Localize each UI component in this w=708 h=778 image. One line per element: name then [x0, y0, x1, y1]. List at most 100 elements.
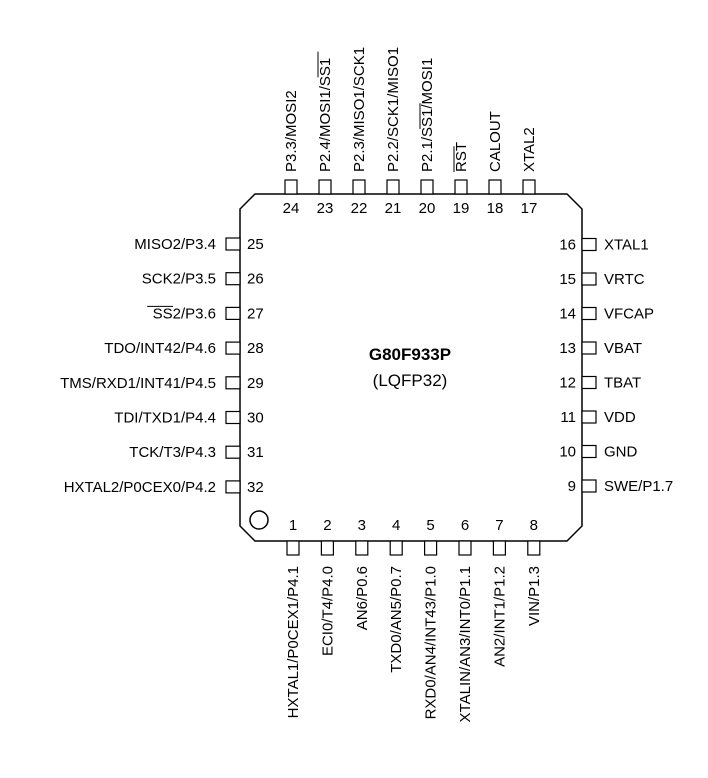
pin-number-1: 1 — [289, 517, 297, 534]
pin-pad-10 — [581, 444, 597, 459]
pin-pad-5 — [424, 540, 438, 556]
pin-pad-21 — [386, 179, 400, 195]
pin-number-17: 17 — [521, 200, 538, 217]
pin1-marker — [249, 510, 269, 530]
pin-label-21: P2.2/SCK1/MISO1 — [385, 47, 402, 172]
pin-number-20: 20 — [419, 200, 436, 217]
pin-number-21: 21 — [385, 200, 402, 217]
pin-pad-7 — [492, 540, 506, 556]
pin-label-22: P2.3/MISO1/SCK1 — [351, 47, 368, 172]
pin-pad-14 — [581, 306, 597, 321]
pin-label-3: AN6/P0.6 — [354, 566, 371, 630]
pin-pad-8 — [527, 540, 541, 556]
pin-pad-2 — [320, 540, 334, 556]
pin-label-2: ECI0/T4/P4.0 — [319, 566, 336, 656]
pin-number-12: 12 — [559, 375, 576, 392]
pin-number-5: 5 — [426, 517, 434, 534]
pin-label-6: XTALIN/AN3/INT0/P1.1 — [457, 566, 474, 722]
pin-label-28: TDO/INT42/P4.6 — [104, 340, 216, 357]
pin-number-11: 11 — [560, 409, 576, 426]
pin-label-19: RST — [453, 142, 470, 172]
pin-pad-3 — [355, 540, 369, 556]
pin-number-27: 27 — [247, 305, 264, 322]
pin-label-15: VRTC — [604, 271, 645, 288]
pin-number-6: 6 — [461, 517, 469, 534]
pin-pad-32 — [225, 480, 241, 494]
pin-label-32: HXTAL2/P0CEX0/P4.2 — [64, 479, 216, 496]
pin-label-26: SCK2/P3.5 — [142, 271, 216, 288]
pin-number-22: 22 — [351, 200, 368, 217]
pin-number-28: 28 — [247, 340, 264, 357]
pin-pad-20 — [420, 179, 434, 195]
pin-pad-27 — [225, 306, 241, 320]
pin-pad-24 — [284, 179, 298, 195]
pin-label-17: XTAL2 — [521, 127, 538, 172]
pin-number-14: 14 — [559, 306, 576, 323]
pin-label-30: TDI/TXD1/P4.4 — [114, 410, 216, 427]
pin-number-31: 31 — [247, 444, 264, 461]
pin-number-18: 18 — [487, 200, 504, 217]
pin-label-8: VIN/P1.3 — [526, 566, 543, 626]
pin-pad-11 — [581, 410, 597, 424]
pin-number-32: 32 — [247, 479, 264, 496]
pin-label-29: TMS/RXD1/INT41/P4.5 — [60, 375, 216, 392]
pin-pad-23 — [318, 179, 332, 195]
pin-number-10: 10 — [559, 444, 576, 461]
pin-pad-29 — [225, 376, 241, 390]
pin-number-24: 24 — [283, 200, 300, 217]
pin-label-23: P2.4/MOSI1/SS1 — [317, 58, 334, 172]
pin-number-30: 30 — [247, 410, 264, 427]
pin-number-15: 15 — [559, 271, 576, 288]
pin-pad-28 — [225, 341, 241, 355]
pin-pad-13 — [581, 341, 597, 355]
pin-label-7: AN2/INT1/P1.2 — [491, 566, 508, 667]
pin-pad-22 — [352, 179, 366, 195]
pin-label-4: TXD0/AN5/P0.7 — [388, 566, 405, 673]
pin-pad-30 — [225, 410, 241, 425]
pin-number-9: 9 — [568, 478, 576, 495]
pin-label-12: TBAT — [604, 375, 641, 392]
pin-label-13: VBAT — [604, 340, 642, 357]
chip-name: G80F933P — [369, 345, 451, 364]
pin-label-11: VDD — [604, 409, 636, 426]
pin-label-31: TCK/T3/P4.3 — [129, 444, 216, 461]
pin-number-29: 29 — [247, 375, 264, 392]
pin-number-8: 8 — [530, 517, 538, 534]
pin-label-1: HXTAL1/P0CEX1/P4.1 — [285, 566, 302, 718]
pin-pad-1 — [286, 540, 300, 556]
pin-pad-4 — [389, 540, 403, 556]
pin-label-10: GND — [604, 444, 638, 461]
pin-label-14: VFCAP — [604, 306, 654, 323]
pin-label-9: SWE/P1.7 — [604, 478, 673, 495]
pin-number-23: 23 — [317, 200, 334, 217]
pin-label-24: P3.3/MOSI2 — [283, 90, 300, 172]
pin-label-20: P2.1/SS1/MOSI1 — [419, 58, 436, 172]
pin-pad-16 — [581, 237, 597, 252]
pin-label-25: MISO2/P3.4 — [134, 236, 216, 253]
pin-label-5: RXD0/AN4/INT43/P1.0 — [423, 566, 440, 719]
pin-number-25: 25 — [247, 236, 264, 253]
pin-label-18: CALOUT — [487, 111, 504, 172]
pin-number-7: 7 — [495, 517, 503, 534]
pin-pad-31 — [225, 445, 241, 459]
chip-body — [239, 193, 583, 542]
pin-label-16: XTAL1 — [604, 237, 649, 254]
pin-label-27: SS2/P3.6 — [153, 305, 216, 322]
pin-pad-18 — [488, 179, 502, 195]
pin-number-13: 13 — [559, 340, 576, 357]
pin-pad-9 — [581, 479, 597, 493]
pin-number-16: 16 — [559, 237, 576, 254]
pin-number-2: 2 — [323, 517, 331, 534]
pin-pad-25 — [225, 237, 241, 251]
pin-number-19: 19 — [453, 200, 470, 217]
pin-pad-6 — [458, 540, 472, 556]
pin-pad-26 — [225, 272, 241, 286]
pin-pad-17 — [522, 179, 536, 195]
chip-package: (LQFP32) — [373, 371, 448, 390]
pin-pad-12 — [581, 375, 597, 390]
pin-number-26: 26 — [247, 271, 264, 288]
pin-pad-19 — [454, 179, 468, 195]
pin-number-3: 3 — [358, 517, 366, 534]
